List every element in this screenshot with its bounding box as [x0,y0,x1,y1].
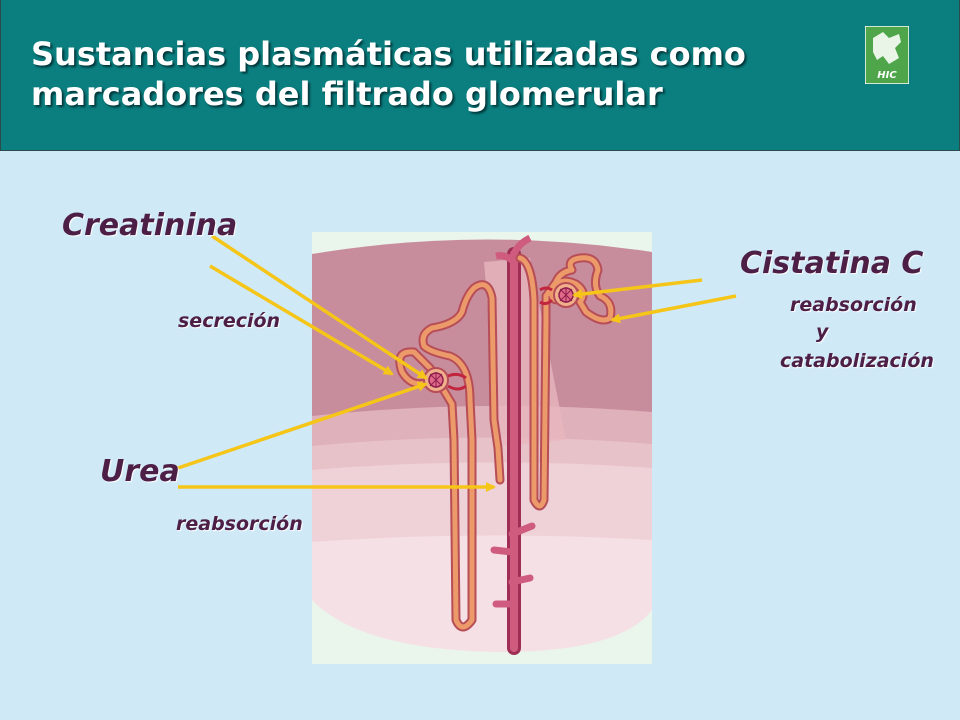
papilla-edge [312,600,652,664]
arrows [177,234,737,492]
label-cistatina-catabolizacion: catabolización [780,350,934,372]
papilla-zone [312,535,652,664]
arrow-cistatina-reabsorcion [610,294,737,324]
label-cistatina-reabsorcion: reabsorción [790,294,917,316]
label-creatinina: Creatinina [62,208,238,243]
nephron-left [395,280,505,632]
logo-text: HIC [877,70,897,81]
kidney-section [312,232,652,664]
collecting-duct [490,234,536,655]
arrow-cistatina-glomerulus [572,278,703,300]
arrow-creatinina-glomerulus [211,234,428,380]
slide-title: Sustancias plasmáticas utilizadas como m… [31,35,746,113]
arrow-urea-glomerulus [177,381,428,470]
label-cistatina-c: Cistatina C [740,246,924,281]
slide-header: Sustancias plasmáticas utilizadas como m… [0,0,960,151]
nephron-right [515,253,616,511]
label-secrecion: secreción [178,310,281,332]
label-cistatina-y: y [816,321,829,343]
label-urea-reabsorcion: reabsorción [176,513,303,535]
arrow-creatinina-secrecion [209,264,394,376]
label-urea: Urea [100,454,180,489]
